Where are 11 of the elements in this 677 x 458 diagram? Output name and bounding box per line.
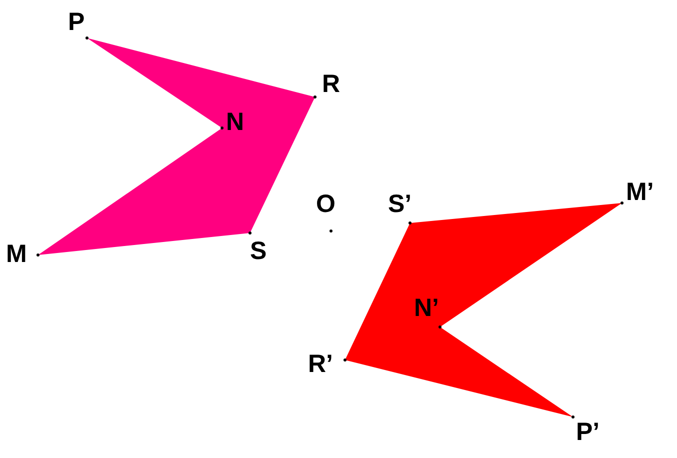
point-label: N’ — [414, 294, 439, 322]
point-label: N — [226, 108, 244, 136]
point-label: S — [250, 237, 267, 265]
point-label: P’ — [576, 418, 600, 446]
point-label: M — [6, 240, 27, 268]
point-label: R — [322, 70, 340, 98]
point-label: P — [68, 8, 85, 36]
point-label: R’ — [308, 350, 333, 378]
point-label: O — [316, 190, 336, 218]
point-label: S’ — [388, 190, 412, 218]
point-label: M’ — [626, 178, 654, 206]
